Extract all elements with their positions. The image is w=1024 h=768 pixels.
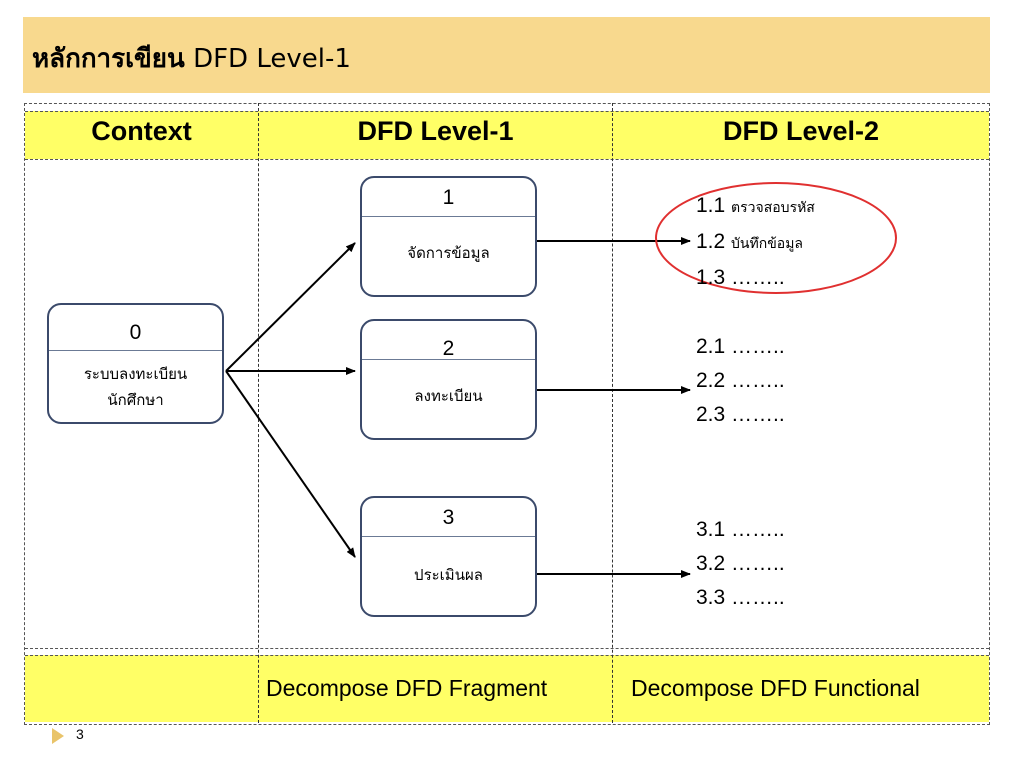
- level1-process-2: 2 ลงทะเบียน: [360, 319, 537, 440]
- process-divider: [362, 536, 535, 537]
- level1-process-3: 3 ประเมินผล: [360, 496, 537, 617]
- level2-item: 3.3 ……..: [696, 586, 785, 609]
- column-header-context: Context: [91, 116, 192, 146]
- arrow-0-to-1: [225, 242, 356, 372]
- level2-list-2: 2.1 …….. 2.2 …….. 2.3 ……..: [696, 330, 785, 432]
- level2-item: 1.1 ตรวจสอบรหัส: [696, 194, 815, 217]
- title-thai: หลักการเขียน: [32, 44, 185, 74]
- process-number: 2: [442, 337, 455, 360]
- level2-item: 2.2 ……..: [696, 369, 785, 392]
- process-divider: [362, 216, 535, 217]
- process-number: 0: [129, 321, 142, 344]
- process-label-line1: ระบบลงทะเบียน: [83, 365, 188, 383]
- bullet-triangle-icon: [52, 728, 64, 744]
- process-number: 1: [442, 186, 455, 209]
- process-label: จัดการข้อมูล: [407, 244, 490, 262]
- process-label: ลงทะเบียน: [414, 387, 483, 405]
- column-header-level2: DFD Level-2: [722, 116, 880, 146]
- title-latin: DFD Level-1: [193, 44, 351, 74]
- header-top-line: [25, 111, 989, 112]
- diagram-grid: [24, 103, 990, 725]
- footer-top-line: [25, 648, 989, 649]
- level2-item: 2.3 ……..: [696, 403, 785, 426]
- level2-item: 3.2 ……..: [696, 552, 785, 575]
- header-bottom-line: [25, 159, 989, 160]
- process-divider: [49, 350, 222, 351]
- footer-band: [25, 655, 989, 722]
- context-process-box: 0 ระบบลงทะเบียน นักศึกษา: [47, 303, 224, 424]
- level2-list-3: 3.1 …….. 3.2 …….. 3.3 ……..: [696, 513, 785, 615]
- slide-title: หลักการเขียน DFD Level-1: [32, 44, 351, 74]
- column-header-level1: DFD Level-1: [357, 116, 514, 146]
- level2-item: 3.1 ……..: [696, 518, 785, 541]
- footer-level1-text: Decompose DFD Fragment: [266, 675, 548, 701]
- header-band: [25, 111, 989, 159]
- level2-item: 2.1 ……..: [696, 335, 785, 358]
- process-number: 3: [442, 506, 455, 529]
- level1-process-1: 1 จัดการข้อมูล: [360, 176, 537, 297]
- process-divider: [362, 359, 535, 360]
- process-label-line2: นักศึกษา: [107, 391, 164, 409]
- level2-list-1: 1.1 ตรวจสอบรหัส 1.2 บันทึกข้อมูล 1.3 …….…: [696, 189, 815, 295]
- footer-level2-text: Decompose DFD Functional: [631, 675, 920, 701]
- highlight-ellipse: [655, 182, 897, 294]
- level2-item: 1.2 บันทึกข้อมูล: [696, 230, 803, 253]
- footer-band-line: [25, 655, 989, 656]
- page-number: 3: [76, 726, 84, 742]
- level2-item: 1.3 ……..: [696, 266, 785, 289]
- title-bar: [23, 17, 990, 93]
- column-divider-2: [612, 103, 613, 723]
- arrow-0-to-3: [225, 370, 356, 558]
- column-divider-1: [258, 103, 259, 723]
- process-label: ประเมินผล: [414, 566, 483, 584]
